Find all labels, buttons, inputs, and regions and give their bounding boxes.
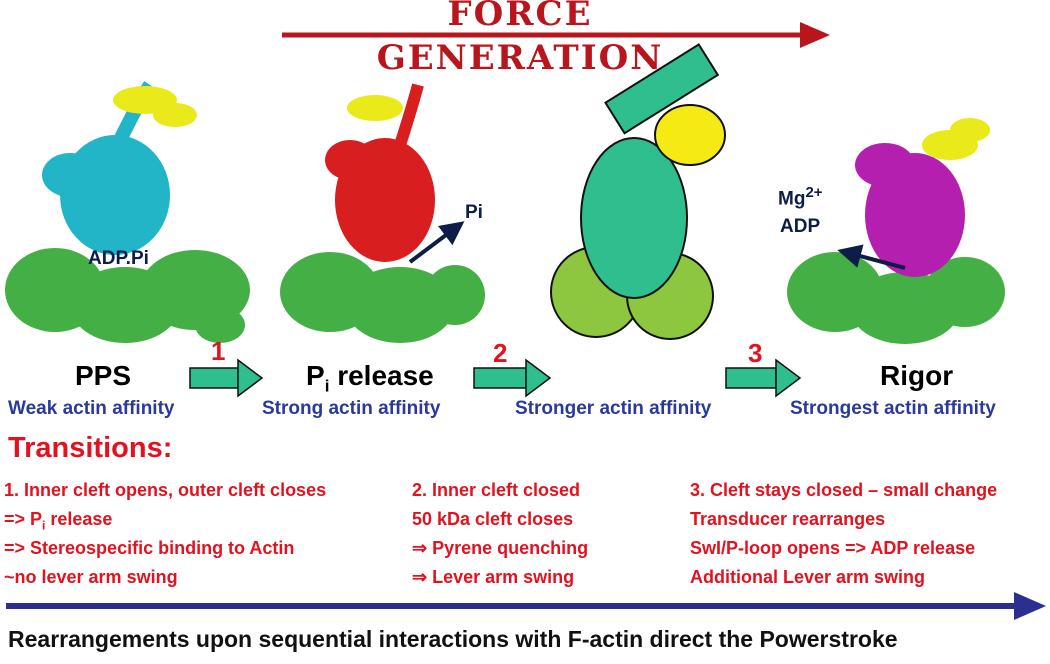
myosin-head-rigor [855, 143, 965, 277]
rigor-structure [787, 118, 1005, 344]
transition-1-line-4: ~no lever arm swing [4, 567, 178, 587]
bottom-progress-arrow [6, 592, 1046, 620]
pi-arrow [408, 221, 465, 264]
transition-3-line-3: SwI/P-loop opens => ADP release [690, 538, 976, 558]
state-pps-title: PPS [75, 360, 132, 391]
myosin-head-pi-release [325, 83, 435, 262]
mg-charge: 2+ [805, 184, 823, 201]
light-chain-pi-release [347, 95, 403, 121]
transition-1-line-1: 1. Inner cleft opens, outer cleft closes [4, 480, 327, 500]
state-pi-release-title: Pi release [306, 360, 434, 397]
pi-release-structure [280, 83, 485, 343]
transition-3-line-1: 3. Cleft stays closed – small change [690, 480, 998, 500]
transition-1-line-3: => Stereospecific binding to Actin [4, 538, 295, 558]
force-title-line1: FORCE [447, 0, 593, 34]
light-chain-pps [113, 86, 197, 127]
state-rigor-title: Rigor [880, 360, 954, 391]
transition-list-2: 2. Inner cleft closed 50 kDa cleft close… [412, 476, 588, 592]
transitions-title: Transitions: [8, 432, 173, 464]
actin-filament-3 [787, 252, 1005, 344]
step-number-3: 3 [748, 338, 763, 368]
transition-list-3: 3. Cleft stays closed – small change Tra… [690, 476, 997, 592]
transition-1-line-2: => Pi release [4, 505, 326, 534]
transition-2-line-2: 50 kDa cleft closes [412, 509, 574, 529]
adp-pi-label: ADP.Pi [88, 248, 149, 269]
step-arrow-1 [189, 358, 264, 398]
cartoon-model [550, 43, 726, 340]
pps-structure [5, 81, 250, 343]
mg-label: Mg2+ [778, 184, 823, 210]
pi-suffix: release [45, 509, 113, 529]
cartoon-motor-domain [580, 137, 688, 299]
pi-label: Pi [465, 202, 483, 223]
affinity-rigor: Strongest actin affinity [790, 398, 996, 419]
step-number-2: 2 [493, 338, 508, 368]
light-chain-rigor [922, 118, 990, 160]
pi-sub: i [42, 518, 46, 533]
step-arrow-3 [725, 358, 802, 398]
force-generation-arrow [282, 22, 830, 48]
pi-prefix: => P [4, 509, 43, 529]
cartoon-light-chain [654, 104, 726, 166]
transition-2-line-1: 2. Inner cleft closed [412, 480, 581, 500]
transition-list-1: 1. Inner cleft opens, outer cleft closes… [4, 476, 326, 592]
affinity-pps: Weak actin affinity [8, 398, 175, 419]
adp-label: ADP [780, 216, 821, 237]
bottom-caption: Rearrangements upon sequential interacti… [8, 626, 898, 652]
actin-filament-1 [5, 248, 250, 343]
pi-release-sub: i [324, 376, 330, 396]
mg-text: Mg [778, 188, 806, 210]
transition-3-line-4: Additional Lever arm swing [690, 567, 926, 587]
adp-arrow [837, 244, 906, 270]
cartoon-lever-arm [604, 43, 720, 135]
affinity-cartoon: Stronger actin affinity [515, 398, 712, 419]
transition-2-line-3: ⇒ Pyrene quenching [412, 538, 589, 558]
affinity-pi-release: Strong actin affinity [262, 398, 441, 419]
transition-2-line-4: ⇒ Lever arm swing [412, 567, 575, 587]
transition-3-line-2: Transducer rearranges [690, 509, 886, 529]
force-title-line2: GENERATION [376, 38, 664, 78]
pi-release-rest: release [329, 360, 434, 391]
pi-release-p: P [306, 360, 325, 391]
actin-filament-2 [280, 252, 485, 343]
step-arrow-2 [473, 358, 552, 398]
step-number-1: 1 [211, 336, 226, 366]
